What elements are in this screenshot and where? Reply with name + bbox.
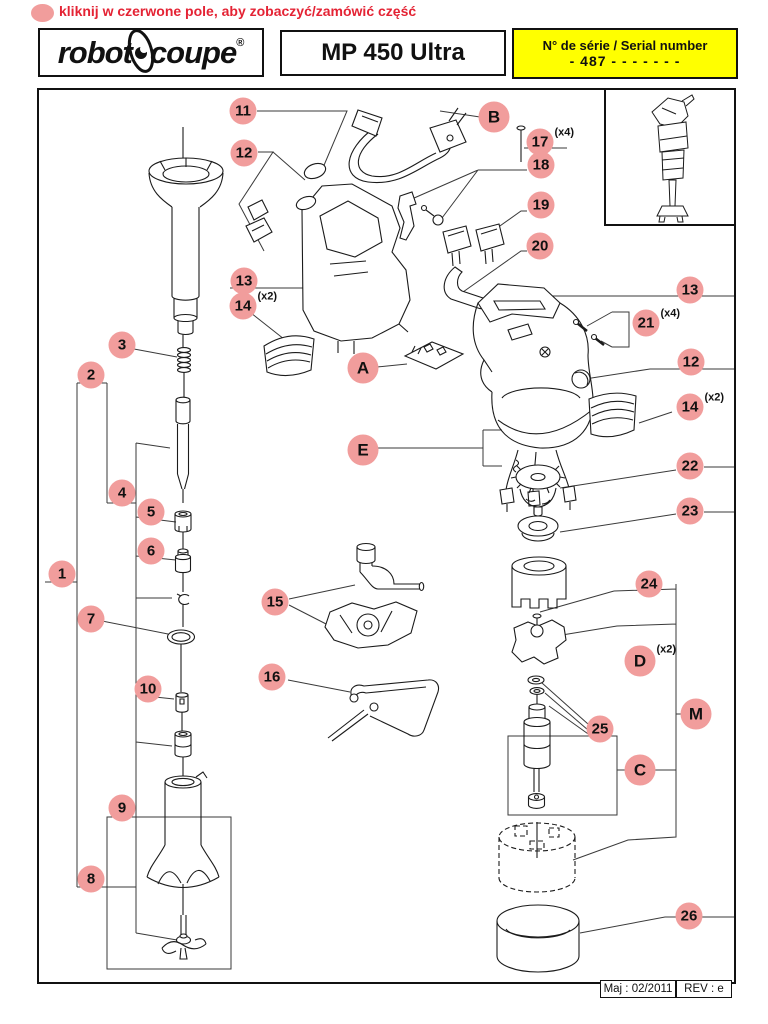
- part-badge-label: 20: [531, 237, 549, 255]
- part-badge-label: B: [487, 107, 501, 126]
- part-badge-qty: (x2): [257, 290, 278, 303]
- part-badge-label: 12: [235, 144, 253, 162]
- red-dot-icon: [31, 4, 54, 22]
- part-badge-label: 8: [86, 870, 96, 888]
- part-badge-label: 6: [146, 542, 156, 560]
- part-badge-label: 13: [235, 272, 253, 290]
- part-badge-8-7[interactable]: 8: [77, 865, 105, 893]
- part-badge-18-17[interactable]: 18: [527, 151, 555, 179]
- part-badge-qty: (x4): [660, 307, 681, 320]
- part-badge-label: 7: [86, 610, 96, 628]
- part-badge-label: 1: [57, 565, 67, 583]
- part-badge-22-24[interactable]: 22: [676, 452, 704, 480]
- part-badge-qty: (x2): [656, 643, 677, 656]
- part-badge-label: 3: [117, 336, 127, 354]
- part-badge-7-6[interactable]: 7: [77, 605, 105, 633]
- brand-word-coupe: coupe: [149, 34, 237, 70]
- part-badge-14-13[interactable]: 14 (x2): [229, 291, 277, 320]
- updated-date: Maj : 02/2011: [600, 980, 676, 998]
- part-badge-label: A: [356, 358, 370, 377]
- registered-mark: ®: [236, 36, 245, 49]
- part-badge-label: 13: [681, 281, 699, 299]
- serial-value: - 487 - - - - - - -: [569, 53, 681, 69]
- part-badge-label: 22: [681, 457, 699, 475]
- part-badge-label: 14: [681, 398, 699, 416]
- part-badge-13-21[interactable]: 13: [676, 276, 704, 304]
- part-badge-label: 11: [235, 102, 251, 120]
- part-badge-19-18[interactable]: 19: [527, 191, 555, 219]
- part-badge-2-1[interactable]: 2: [77, 361, 105, 389]
- part-badge-label: 25: [591, 720, 609, 738]
- part-badge-label: 19: [532, 196, 550, 214]
- part-badge-label: 24: [640, 575, 658, 593]
- part-badge-1-0[interactable]: 1: [48, 560, 76, 588]
- part-badge-16-15[interactable]: 16: [258, 663, 286, 691]
- part-badge-label: D: [633, 651, 647, 670]
- part-badge-label: 21: [637, 314, 655, 332]
- serial-label: N° de série / Serial number: [542, 38, 708, 53]
- part-badge-label: 18: [532, 156, 550, 174]
- part-badge-label: 9: [117, 799, 127, 817]
- part-badge-label: 17: [531, 133, 549, 151]
- part-badge-qty: (x4): [554, 126, 575, 139]
- serial-number-box: N° de série / Serial number - 487 - - - …: [512, 28, 738, 79]
- part-badge-label: 4: [117, 484, 127, 502]
- part-badge-label: 15: [266, 593, 284, 611]
- part-badge-b-30[interactable]: B: [478, 101, 510, 133]
- part-badge-14-23[interactable]: 14 (x2): [676, 392, 724, 421]
- part-badge-24-26[interactable]: 24: [635, 570, 663, 598]
- part-badge-26-28[interactable]: 26: [675, 902, 703, 930]
- part-badge-20-19[interactable]: 20: [526, 232, 554, 260]
- part-badge-4-3[interactable]: 4: [108, 479, 136, 507]
- part-badge-label: 14: [234, 297, 252, 315]
- click-instruction-text: kliknij w czerwone pole, aby zobaczyć/za…: [59, 3, 417, 19]
- part-badge-11-10[interactable]: 11: [229, 97, 257, 125]
- part-badge-label: 10: [139, 680, 157, 698]
- revision-label: REV : e: [676, 980, 732, 998]
- part-badge-23-25[interactable]: 23: [676, 497, 704, 525]
- part-badge-6-5[interactable]: 6: [137, 537, 165, 565]
- part-badge-m-34[interactable]: M: [680, 698, 712, 730]
- part-badge-label: 26: [680, 907, 698, 925]
- part-badge-17-16[interactable]: 17 (x4): [526, 127, 574, 156]
- part-badge-25-27[interactable]: 25: [586, 715, 614, 743]
- part-badge-c-31[interactable]: C: [624, 754, 656, 786]
- part-badge-5-4[interactable]: 5: [137, 498, 165, 526]
- part-badge-label: 5: [146, 503, 156, 521]
- part-badge-e-33[interactable]: E: [347, 434, 379, 466]
- part-badge-label: 2: [86, 366, 96, 384]
- part-badge-d-32[interactable]: D (x2): [624, 644, 676, 677]
- part-badge-qty: (x2): [704, 391, 725, 404]
- brand-word-robot: robot: [57, 34, 133, 70]
- part-badge-a-29[interactable]: A: [347, 352, 379, 384]
- part-badge-label: C: [633, 760, 647, 779]
- part-badge-label: M: [688, 704, 704, 723]
- part-badge-label: E: [357, 440, 369, 459]
- part-badge-label: 16: [263, 668, 281, 686]
- brand-logo: robot coupe®: [38, 28, 264, 77]
- part-badge-12-11[interactable]: 12: [230, 139, 258, 167]
- part-badge-12-22[interactable]: 12: [677, 348, 705, 376]
- part-badge-label: 12: [682, 353, 700, 371]
- part-badge-13-12[interactable]: 13: [230, 267, 258, 295]
- part-badge-10-9[interactable]: 10: [134, 675, 162, 703]
- part-badge-label: 23: [681, 502, 699, 520]
- revision-bar: Maj : 02/2011 REV : e: [600, 980, 732, 998]
- part-badge-9-8[interactable]: 9: [108, 794, 136, 822]
- part-badge-15-14[interactable]: 15: [261, 588, 289, 616]
- model-title: MP 450 Ultra: [280, 30, 506, 76]
- part-badge-21-20[interactable]: 21 (x4): [632, 308, 680, 337]
- brand-oval-icon: [126, 26, 156, 81]
- part-badge-3-2[interactable]: 3: [108, 331, 136, 359]
